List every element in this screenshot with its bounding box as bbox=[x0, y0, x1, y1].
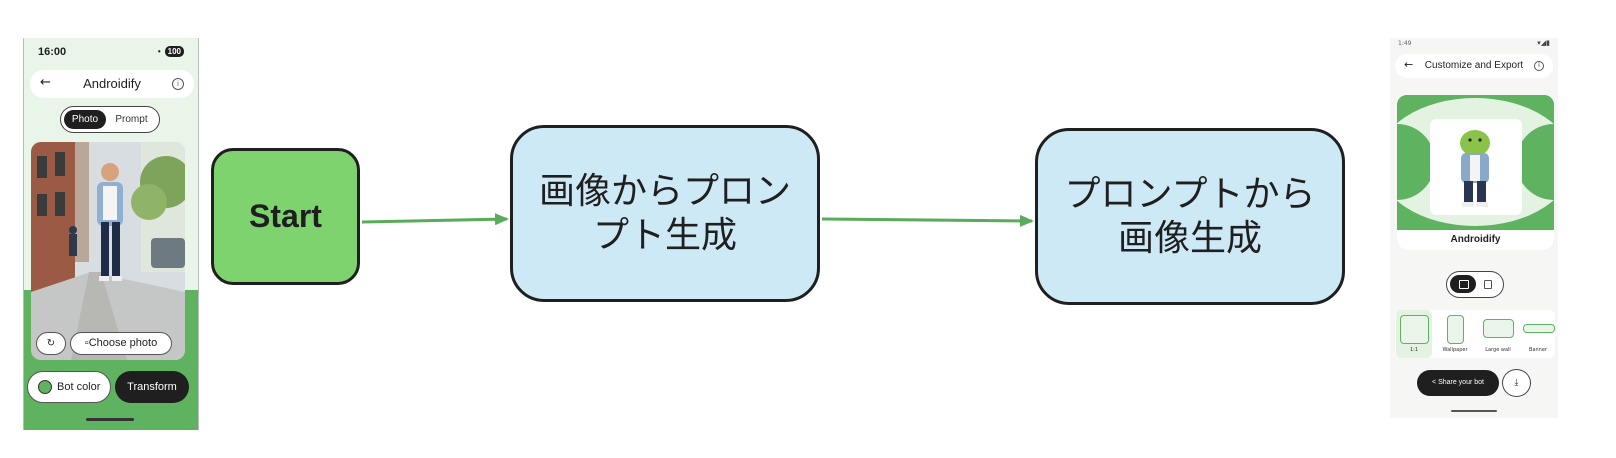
choose-photo-label: Choose photo bbox=[88, 337, 158, 349]
format-options: 1:1 Wallpaper Large wall Banner bbox=[1395, 310, 1555, 358]
tab-prompt[interactable]: Prompt bbox=[115, 114, 148, 125]
flow-node-start: Start bbox=[211, 148, 360, 285]
start-label: Start bbox=[249, 198, 322, 234]
arrow-step1-to-step2 bbox=[821, 214, 1034, 227]
format-label: Large wall bbox=[1485, 347, 1511, 353]
share-button[interactable]: < Share your bot bbox=[1417, 370, 1499, 396]
tab-photo[interactable]: Photo bbox=[64, 110, 106, 129]
view-toggle bbox=[1446, 271, 1504, 298]
step1-label-line1: 画像からプロン bbox=[538, 170, 791, 212]
android-bot-image bbox=[1397, 95, 1554, 230]
square-shape-icon bbox=[1400, 315, 1429, 344]
flow-node-image-to-prompt: 画像からプロン プト生成 bbox=[510, 125, 820, 302]
info-icon[interactable]: i bbox=[172, 78, 184, 90]
portrait-shape-icon bbox=[1447, 315, 1464, 344]
format-label: 1:1 bbox=[1409, 347, 1419, 353]
format-large-wall[interactable]: Large wall bbox=[1478, 310, 1518, 358]
flow-node-prompt-to-image: プロンプトから 画像生成 bbox=[1035, 128, 1345, 305]
rotate-icon: ↻ bbox=[46, 338, 56, 349]
home-indicator bbox=[1451, 410, 1497, 412]
back-arrow-icon[interactable]: ← bbox=[40, 75, 51, 90]
status-indicators: ▾◢▮ bbox=[1537, 39, 1550, 47]
transform-button[interactable]: Transform bbox=[115, 371, 189, 403]
color-swatch bbox=[38, 380, 52, 394]
street-photo-image bbox=[31, 142, 185, 360]
download-icon: ⤓ bbox=[1514, 378, 1519, 388]
info-icon[interactable]: i bbox=[1534, 61, 1544, 71]
app-screenshot-left: 16:00 •100 ← Androidify i Photo Prompt bbox=[23, 38, 199, 430]
mode-toggle: Photo Prompt bbox=[60, 106, 160, 133]
share-icon: < bbox=[1432, 379, 1437, 386]
landscape-shape-icon bbox=[1483, 319, 1514, 338]
sticker-icon bbox=[1484, 280, 1492, 289]
format-label: Wallpaper bbox=[1442, 347, 1468, 353]
bot-preview-card: Androidify bbox=[1397, 95, 1554, 250]
home-indicator bbox=[86, 418, 134, 421]
bot-color-label: Bot color bbox=[57, 381, 101, 393]
share-label: Share your bot bbox=[1438, 379, 1484, 386]
status-indicators: •100 bbox=[158, 46, 184, 57]
download-button[interactable]: ⤓ bbox=[1502, 369, 1531, 397]
step2-label-line2: 画像生成 bbox=[1117, 217, 1262, 259]
banner-shape-icon bbox=[1523, 324, 1555, 333]
status-time: 16:00 bbox=[38, 46, 67, 58]
app-top-bar: ← Androidify i bbox=[30, 70, 194, 98]
format-1-1[interactable]: 1:1 bbox=[1396, 310, 1432, 358]
format-wallpaper[interactable]: Wallpaper bbox=[1435, 310, 1475, 358]
status-dot-icon: • bbox=[157, 47, 161, 56]
arrow-start-to-step1 bbox=[361, 213, 509, 226]
step2-label-line1: プロンプトから bbox=[1064, 173, 1316, 215]
step1-label-line2: プト生成 bbox=[592, 214, 737, 256]
card-caption: Androidify bbox=[1397, 230, 1554, 250]
status-time: 1:49 bbox=[1398, 40, 1412, 47]
rotate-button[interactable]: ↻ bbox=[36, 332, 66, 355]
format-label: Banner bbox=[1529, 347, 1547, 353]
bot-color-button[interactable]: Bot color bbox=[27, 371, 111, 403]
app-screenshot-right: 1:49 ▾◢▮ ← Customize and Export i Androi… bbox=[1390, 38, 1558, 418]
image-icon bbox=[1459, 280, 1469, 289]
battery-badge: 100 bbox=[164, 46, 184, 57]
image-icon: ▫ bbox=[84, 337, 89, 349]
app-top-bar: ← Customize and Export i bbox=[1395, 54, 1553, 78]
choose-photo-button[interactable]: ▫Choose photo bbox=[70, 332, 172, 355]
format-banner[interactable]: Banner bbox=[1521, 310, 1555, 358]
app-title: Androidify bbox=[83, 76, 141, 91]
back-arrow-icon[interactable]: ← bbox=[1404, 58, 1414, 71]
selected-photo bbox=[31, 142, 185, 360]
toggle-option-image[interactable] bbox=[1450, 275, 1476, 293]
screen-title: Customize and Export bbox=[1424, 60, 1524, 71]
